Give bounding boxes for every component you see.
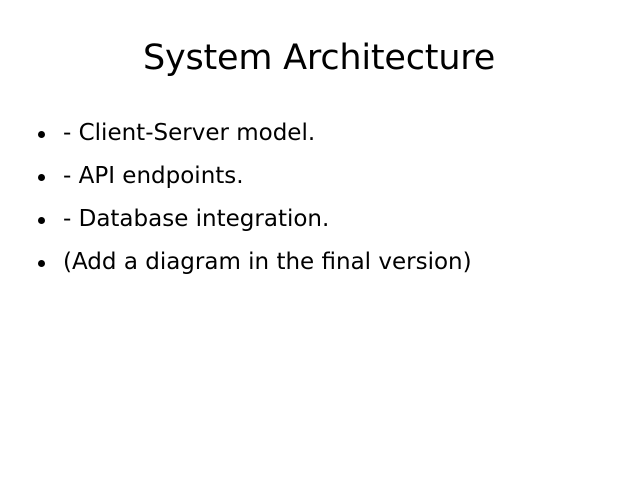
list-item-label: (Add a diagram in the final version) — [63, 249, 472, 275]
page-title: System Architecture — [142, 38, 496, 78]
list-item-label: - Database integration. — [63, 206, 330, 232]
list-item: - API endpoints. — [30, 155, 610, 198]
bullet-dot-icon — [38, 173, 45, 181]
list-item-label: - API endpoints. — [63, 163, 244, 189]
list-item: (Add a diagram in the final version) — [30, 241, 610, 284]
list-item: - Database integration. — [30, 198, 610, 241]
bullet-dot-icon — [38, 259, 45, 267]
list-item: - Client-Server model. — [30, 112, 610, 155]
list-item-label: - Client-Server model. — [63, 120, 316, 146]
bullet-list: - Client-Server model. - API endpoints. … — [30, 112, 610, 284]
bullet-dot-icon — [38, 216, 45, 224]
bullet-dot-icon — [38, 130, 45, 138]
